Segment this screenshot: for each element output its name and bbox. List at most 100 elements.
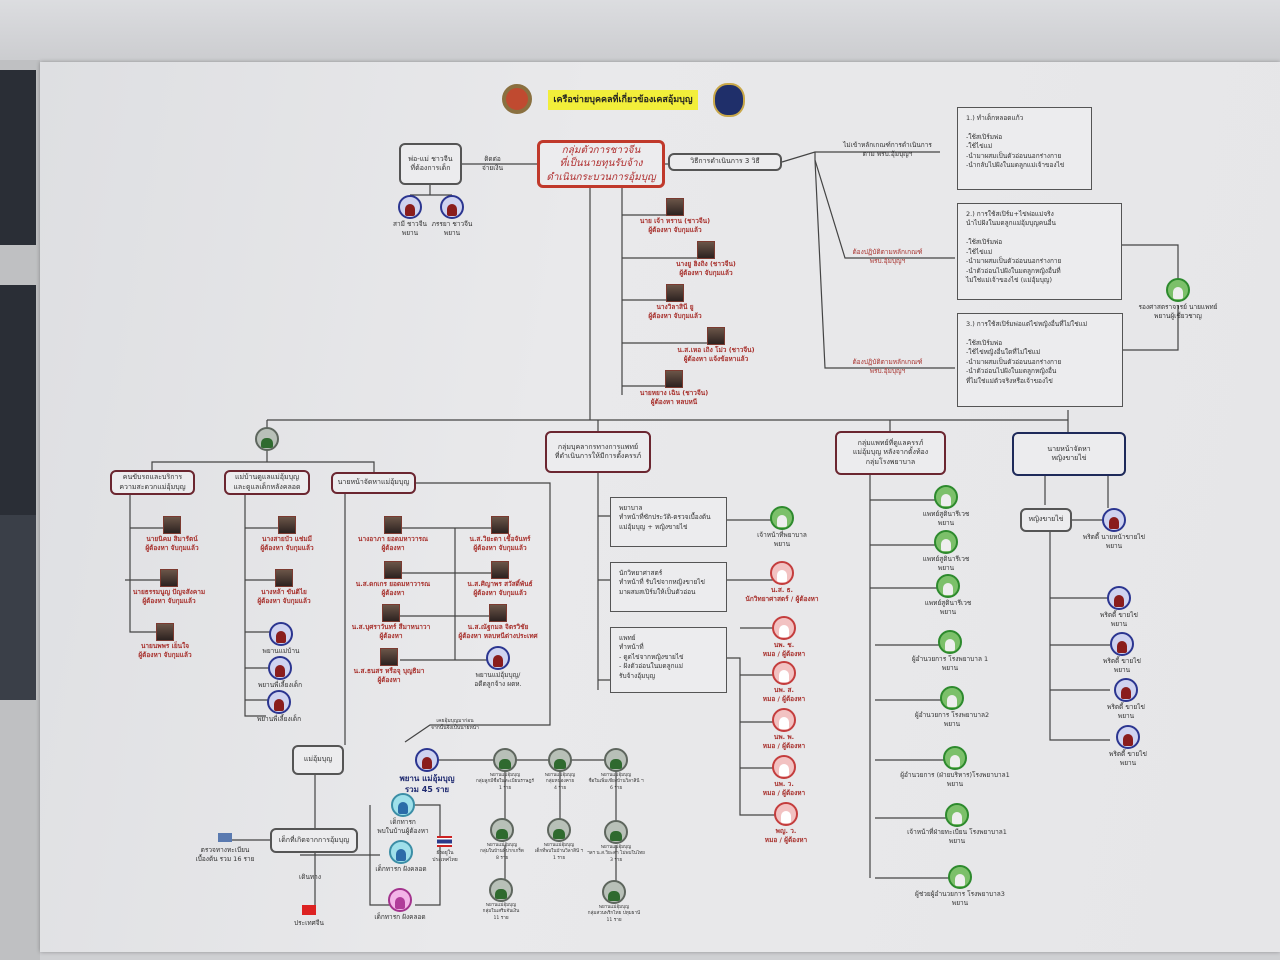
person-photo bbox=[382, 604, 400, 622]
group-people-icon bbox=[490, 818, 514, 842]
person-label: นางสายบัว แช่มมี ผู้ต้องหา จับกุมแล้ว bbox=[260, 535, 314, 553]
person-label: น.ส.ดกเกร ยอดมหาวารณ ผู้ต้องหา bbox=[355, 580, 431, 598]
person-photo bbox=[384, 516, 402, 534]
person-label: พริตตี้ ขายไข่ พยาน bbox=[1100, 611, 1138, 629]
person-avatar-icon bbox=[268, 656, 292, 680]
person-label: ผู้ช่วยผู้อำนวยการ โรงพยาบาล3 พยาน bbox=[915, 890, 1005, 908]
person-label: น.ส.ธนสร หรือจุ บุญธิมา ผู้ต้องหา bbox=[353, 667, 425, 685]
person-label: พยานแม่อุ้มบุญ ชื่อในเพิ่มเชียงบ้านวิลาส… bbox=[588, 773, 644, 791]
person-label: พยานพี่เลี้ยงเด็ก bbox=[256, 715, 302, 723]
person-avatar-icon bbox=[772, 616, 796, 640]
method-1-box: 1.) ทำเด็กหลอดแก้ว -ใช้สเปิร์มพ่อ -ใช้ไข… bbox=[957, 107, 1092, 190]
person-photo bbox=[156, 623, 174, 641]
person-label: แพทย์สูตินารีเวช พยาน bbox=[922, 510, 970, 528]
core-group-box: กลุ่มตัวการชาวจีน ที่เป็นนายทุนรับจ้าง ด… bbox=[537, 140, 665, 188]
person-label: เจ้าหน้าที่ฝ่ายทะเบียน โรงพยาบาล1 พยาน bbox=[907, 828, 1007, 846]
person-label: น.ส. ธ. นักวิทยาศาสตร์ / ผู้ต้องหา bbox=[745, 586, 819, 604]
person-avatar-icon bbox=[772, 708, 796, 732]
person-avatar-icon bbox=[943, 746, 967, 770]
branch-label: ต้องปฏิบัติตามหลักเกณฑ์ พรบ.อุ้มบุญฯ bbox=[852, 248, 923, 266]
group-people-icon bbox=[548, 748, 572, 772]
person-label: แพทย์สูตินารีเวช พยาน bbox=[924, 599, 972, 617]
person-label: พริตตี้ ขายไข่ พยาน bbox=[1109, 750, 1147, 768]
person-photo bbox=[275, 569, 293, 587]
person-label: พยานแม่อุ้มบุญ กลุ่มลูกมีชื่อในทะเบียนรา… bbox=[476, 773, 534, 791]
method-2-box: 2.) การใช้สเปิร์ม+ไข่พ่อแม่จริง นำไปฝังใ… bbox=[957, 203, 1122, 300]
person-label: พยานแม่อุ้มบุญ ฯลฯ น.ส.วิยะดา ไม่พบในไทย… bbox=[587, 845, 645, 863]
person-label: นพ. ช. หมอ / ผู้ต้องหา bbox=[762, 641, 806, 659]
brokers-group-box: นายหน้าจัดหาแม่อุ้มบุญ bbox=[331, 472, 416, 494]
person-avatar-icon bbox=[440, 195, 464, 219]
logo-seal-left bbox=[499, 84, 535, 116]
person-avatar-icon bbox=[945, 803, 969, 827]
person-label: เด็กทารก ฝังคลอด bbox=[375, 865, 427, 873]
photo bbox=[0, 285, 36, 520]
baby-icon bbox=[391, 793, 415, 817]
person-avatar-icon bbox=[1114, 678, 1138, 702]
person-avatar-icon bbox=[770, 561, 794, 585]
title-banner: เครือข่ายบุคคลที่เกี่ยวข้องเคสอุ้มบุญ bbox=[548, 90, 698, 110]
baby-icon bbox=[389, 840, 413, 864]
person-label: นพ. พ. หมอ / ผู้ต้องหา bbox=[762, 733, 806, 751]
group-people-icon bbox=[602, 880, 626, 904]
person-label: นายหยาง เฉิน (ชาวจีน) ผู้ต้องหา หลบหนี bbox=[639, 389, 709, 407]
doctor-role-box: แพทย์ ทำหน้าที่ - ดูดไข่จากหญิงขายไข่ - … bbox=[610, 627, 727, 693]
person-label: น.ส.วิยะดา เชื้อจันทร์ ผู้ต้องหา จับกุมแ… bbox=[469, 535, 531, 553]
drivers-group-box: คนขับรถและบริการ ความสะดวกแม่อุ้มบุญ bbox=[110, 470, 195, 495]
person-label: นพ. ส. หมอ / ผู้ต้องหา bbox=[762, 686, 806, 704]
person-avatar-icon bbox=[936, 574, 960, 598]
thai-flag-icon bbox=[437, 836, 452, 847]
medical-group-box: กลุ่มบุคลากรทางการแพทย์ ที่ดำเนินการให้ม… bbox=[545, 431, 651, 473]
broker-note: เคยอุ้มบุญมาก่อน จากนั้นจึงเป็นนายหน้า bbox=[431, 718, 479, 731]
person-avatar-icon bbox=[1116, 725, 1140, 749]
person-photo bbox=[384, 561, 402, 579]
china-flag-icon bbox=[302, 905, 316, 915]
group-people-icon bbox=[604, 748, 628, 772]
person-label: พริตตี้ ขายไข่ พยาน bbox=[1103, 657, 1141, 675]
person-label: เด็กทารก พบในบ้านผู้ต้องหา bbox=[377, 818, 429, 836]
person-label: ผู้อำนวยการ โรงพยาบาล2 พยาน bbox=[914, 711, 990, 729]
in-thailand-label: ยังอยู่ใน ประเทศไทย bbox=[432, 850, 458, 863]
person-label: พริตตี้ ขายไข่ พยาน bbox=[1107, 703, 1145, 721]
person-label: พยานแม่อุ้มบุญ กลุ่มในบ้านที่ปากเกร็ด 8 … bbox=[480, 843, 524, 861]
photo bbox=[0, 70, 36, 245]
person-label: รองศาสตราจารย์ นายแพทย์ พยานผู้เชี่ยวชาญ bbox=[1138, 303, 1218, 321]
group-hub-icon bbox=[255, 427, 279, 451]
person-label: ภรรยา ชาวจีน พยาน bbox=[431, 220, 473, 238]
person-label: นางยู ฮิงถิง (ชาวจีน) ผู้ต้องหา จับกุมแล… bbox=[676, 260, 736, 278]
person-photo bbox=[491, 516, 509, 534]
group-people-icon bbox=[547, 818, 571, 842]
person-photo bbox=[489, 604, 507, 622]
person-photo bbox=[163, 516, 181, 534]
housekeepers-group-box: แม่บ้านดูแลแม่อุ้มบุญ และดูแลเด็กหลังคลอ… bbox=[224, 470, 310, 495]
person-label: นายธรรมนูญ ปัญจสังคาม ผู้ต้องหา จับกุมแล… bbox=[132, 588, 206, 606]
person-label: พยานแม่อุ้มบุญ กลุ่มสวนพริกไทย ปทุมธานี … bbox=[587, 905, 641, 923]
person-avatar-icon bbox=[770, 506, 794, 530]
group-people-icon bbox=[604, 820, 628, 844]
person-label: พยานพี่เลี้ยงเด็ก bbox=[257, 681, 303, 689]
person-avatar-icon bbox=[398, 195, 422, 219]
surrogates-box: แม่อุ้มบุญ bbox=[292, 745, 344, 775]
children-box: เด็กที่เกิดจากการอุ้มบุญ bbox=[270, 828, 358, 853]
person-label: เจ้าหน้าที่พยาบาล พยาน bbox=[757, 531, 807, 549]
person-photo bbox=[380, 648, 398, 666]
person-avatar-icon bbox=[415, 748, 439, 772]
person-label: พญ. ว. หมอ / ผู้ต้องหา bbox=[764, 827, 808, 845]
person-avatar-icon bbox=[1102, 508, 1126, 532]
person-avatar-icon bbox=[938, 630, 962, 654]
person-label: พยานแม่บ้าน bbox=[262, 647, 300, 655]
person-photo bbox=[707, 327, 725, 345]
person-label: เด็กทารก ฝังคลอด bbox=[374, 913, 426, 921]
egg-broker-box: นายหน้าจัดหา หญิงขายไข่ bbox=[1012, 432, 1126, 476]
person-avatar-icon bbox=[772, 661, 796, 685]
adjacent-photos bbox=[0, 60, 40, 960]
person-avatar-icon bbox=[267, 690, 291, 714]
nurse-role-box: พยาบาล ทำหน้าที่ซักประวัติ-ตรวจเบื้องต้น… bbox=[610, 497, 727, 547]
photo bbox=[0, 515, 36, 700]
group-people-icon bbox=[493, 748, 517, 772]
id-card-icon bbox=[218, 833, 232, 842]
person-avatar-icon bbox=[1110, 632, 1134, 656]
group-people-icon bbox=[489, 878, 513, 902]
person-avatar-icon bbox=[486, 646, 510, 670]
baby-icon bbox=[388, 888, 412, 912]
